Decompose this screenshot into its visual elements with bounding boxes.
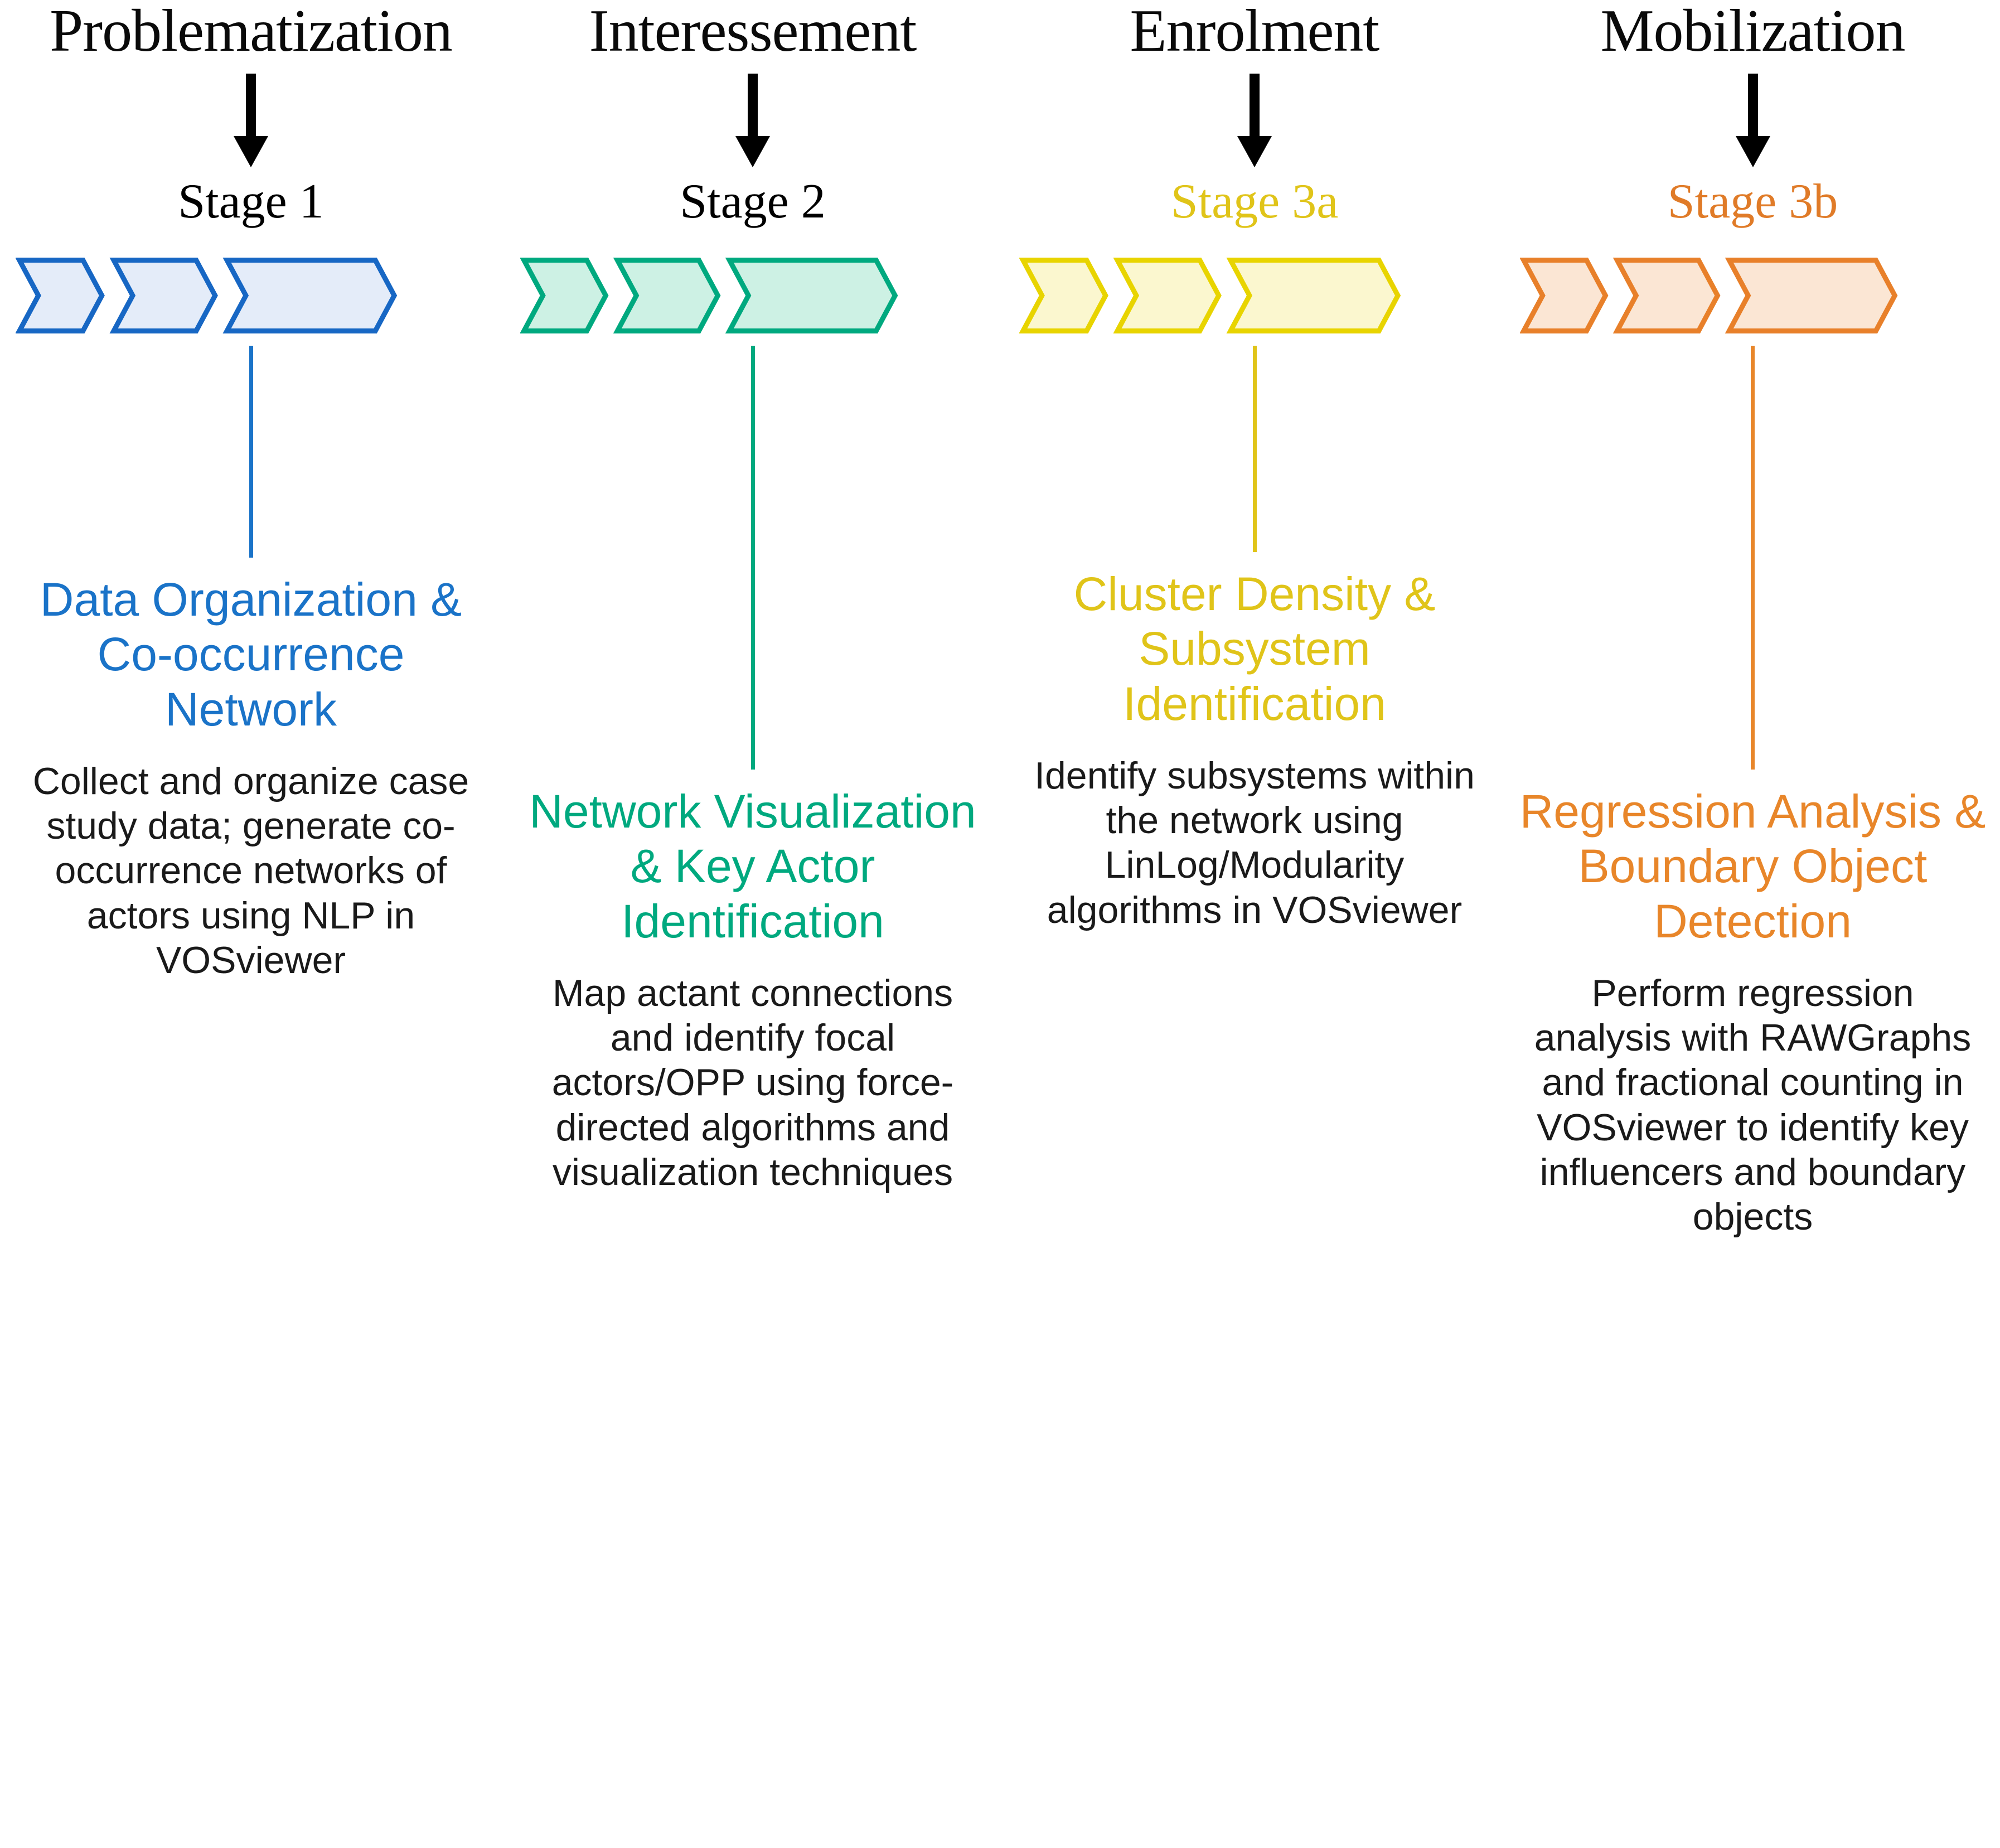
stage-description: Perform regression analysis with RAWGrap… [1534, 971, 1972, 1238]
vertical-connector-line [1751, 346, 1755, 770]
chevron-shape [613, 258, 721, 333]
chevron-shape [1226, 258, 1401, 333]
phase-to-stage-arrow [719, 74, 786, 168]
chevron-shape [725, 258, 898, 333]
chevron-shape [222, 258, 397, 333]
stage-label: Stage 3b [1667, 175, 1838, 229]
vertical-connector-line [249, 346, 253, 558]
phase-to-stage-arrow [217, 74, 284, 168]
phase-title: Enrolment [1130, 0, 1380, 64]
stage-heading: Cluster Density & Subsystem Identificati… [1073, 568, 1436, 730]
stage-description: Map actant connections and identify foca… [551, 971, 954, 1193]
arrow-down-icon [735, 74, 770, 167]
phase-title: Mobilization [1600, 0, 1906, 64]
chevron-group-icon [15, 258, 397, 333]
chevron-group-icon [1520, 258, 1898, 333]
chevron-group-icon [1019, 258, 1401, 333]
vertical-connector-line [1252, 346, 1257, 552]
chevron-shape [109, 258, 218, 333]
phase-to-stage-arrow [1221, 74, 1288, 168]
chevron-shape [1019, 258, 1108, 333]
stage-label: Stage 3a [1170, 175, 1339, 229]
phase-to-stage-arrow [1720, 74, 1786, 168]
stage-description: Identify subsystems within the network u… [1034, 754, 1475, 931]
stage-heading: Data Organization & Co-occurrence Networ… [40, 573, 462, 736]
chevron-shape [520, 258, 609, 333]
chevron-band [1019, 257, 1490, 335]
chevron-shape [15, 258, 105, 333]
stage-label: Stage 2 [680, 175, 826, 229]
stage-description: Collect and organize case study data; ge… [32, 759, 469, 981]
chevron-band [1520, 257, 1986, 335]
chevron-band [520, 257, 986, 335]
chevron-shape [1112, 258, 1222, 333]
chevron-band [15, 257, 487, 335]
arrow-down-icon [234, 74, 268, 167]
arrow-down-icon [1735, 74, 1770, 167]
chevron-group-icon [520, 258, 898, 333]
stage-label: Stage 1 [178, 175, 324, 229]
phase-title: Problematization [50, 0, 453, 64]
chevron-shape [1725, 258, 1898, 333]
chevron-shape [1612, 258, 1721, 333]
arrow-down-icon [1237, 74, 1272, 167]
stage-heading: Network Visualization & Key Actor Identi… [529, 785, 976, 947]
vertical-connector-line [750, 346, 755, 770]
stage-heading: Regression Analysis & Boundary Object De… [1519, 785, 1986, 947]
chevron-shape [1520, 258, 1609, 333]
phase-title: Interessement [589, 0, 917, 64]
